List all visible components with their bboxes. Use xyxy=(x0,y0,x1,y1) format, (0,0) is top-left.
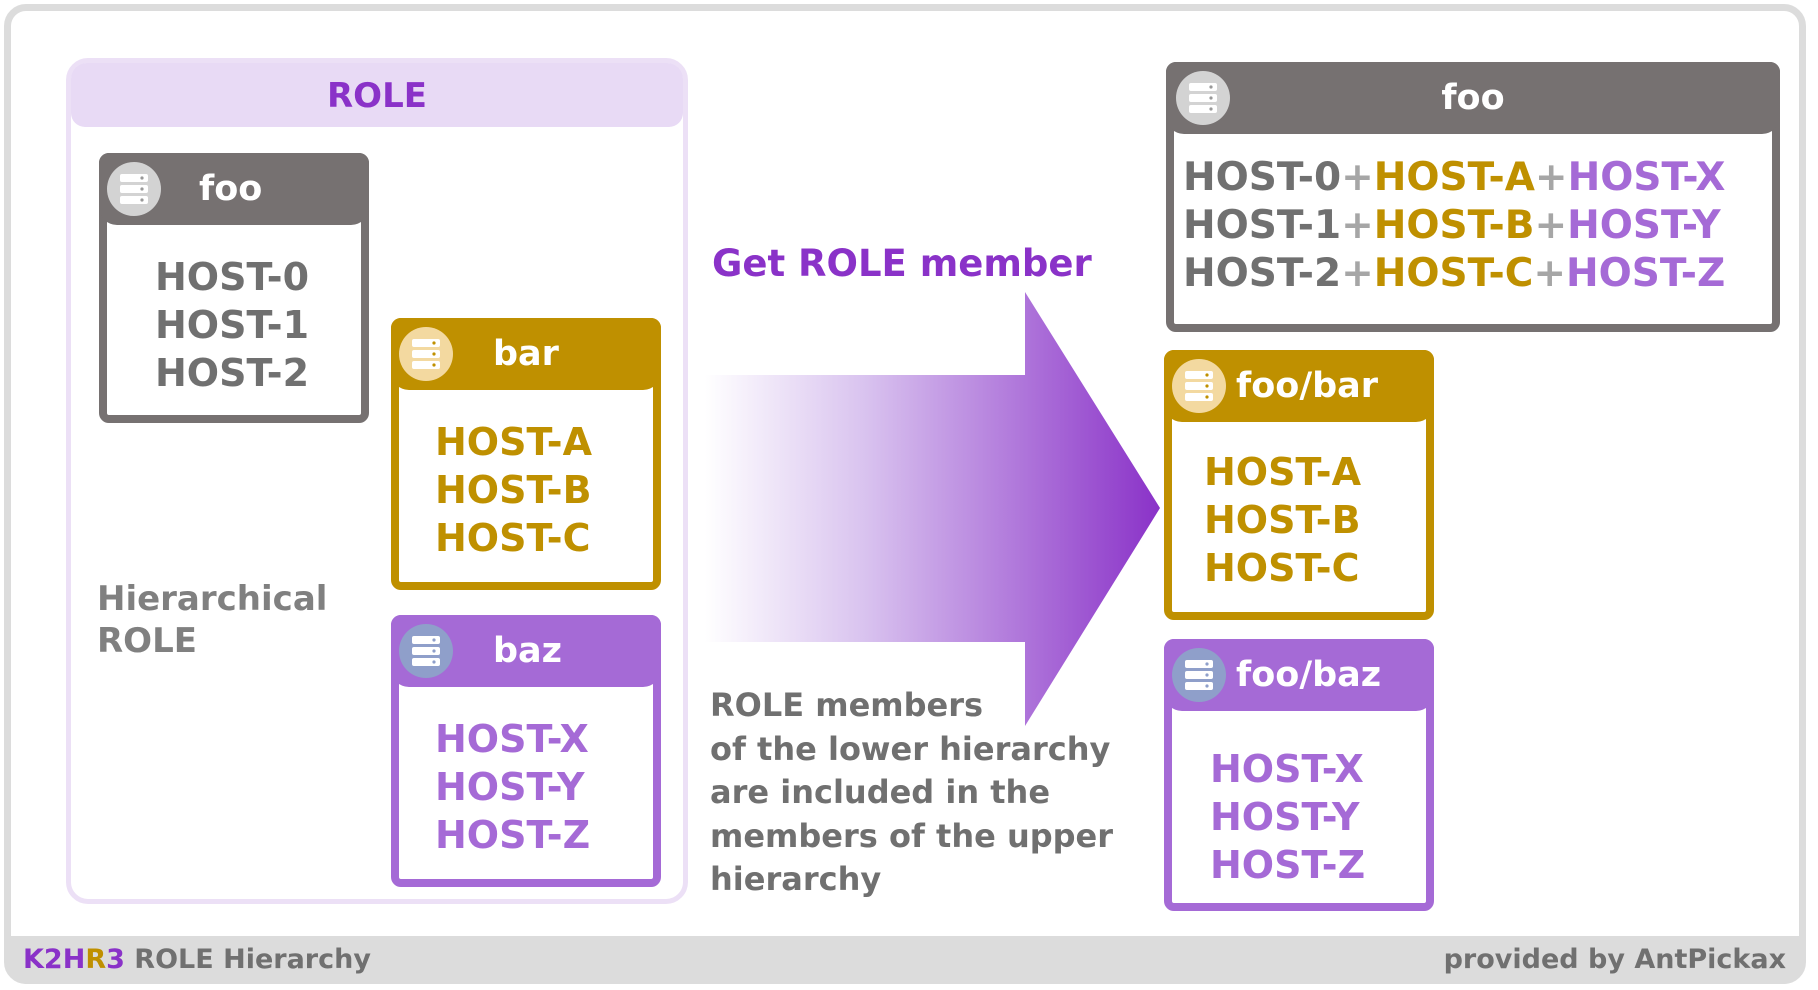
host-item: HOST-X xyxy=(435,717,589,761)
server-stack-icon xyxy=(1172,359,1226,413)
role-name: bar xyxy=(493,334,559,374)
host-item: HOST-Z xyxy=(435,813,591,857)
plus-sign: + xyxy=(1341,203,1374,248)
role-box-header: foo xyxy=(1166,62,1780,134)
description-line: ROLE members xyxy=(710,686,984,724)
host-item: HOST-X xyxy=(1567,155,1726,200)
host-item: HOST-B xyxy=(1373,203,1535,248)
description-text: ROLE members of the lower hierarchy are … xyxy=(710,684,1113,902)
server-stack-icon xyxy=(107,162,161,216)
plus-sign: + xyxy=(1534,155,1568,200)
server-stack-icon xyxy=(1176,71,1230,125)
footer-title: K2HR3 ROLE Hierarchy xyxy=(23,944,371,975)
host-item: HOST-Y xyxy=(435,765,585,809)
brand-k2h: K2H xyxy=(23,944,86,975)
combined-host-row: HOST-0+HOST-A+HOST-X xyxy=(1183,154,1818,202)
role-box-baz[interactable]: baz HOST-X HOST-Y HOST-Z xyxy=(391,615,661,887)
combined-host-list: HOST-0+HOST-A+HOST-X HOST-1+HOST-B+HOST-… xyxy=(1183,154,1818,298)
host-list: HOST-0 HOST-1 HOST-2 xyxy=(155,253,309,397)
brand-3: 3 xyxy=(106,944,125,975)
role-box-foo-bar[interactable]: foo/bar HOST-A HOST-B HOST-C xyxy=(1164,350,1434,620)
description-line: are included in the xyxy=(710,773,1051,811)
host-item: HOST-Y xyxy=(1210,795,1360,839)
server-stack-icon xyxy=(1172,648,1226,702)
plus-sign: + xyxy=(1341,251,1374,296)
role-box-foo-result[interactable]: foo xyxy=(1166,62,1780,332)
host-item: HOST-A xyxy=(1204,450,1361,494)
host-item: HOST-B xyxy=(435,468,592,512)
role-name: foo xyxy=(1441,78,1505,118)
footer-bar: K2HR3 ROLE Hierarchy provided by AntPick… xyxy=(11,936,1800,984)
host-item: HOST-0 xyxy=(1183,155,1342,200)
role-name: baz xyxy=(493,631,563,671)
hierarchical-role-label: Hierarchical ROLE xyxy=(97,578,327,662)
role-box-foo[interactable]: foo HOST-0 HOST-1 HOST-2 xyxy=(99,153,369,423)
host-item: HOST-2 xyxy=(1183,251,1342,296)
get-role-arrow xyxy=(705,292,1160,726)
hierarchical-role-label-line: Hierarchical xyxy=(97,579,328,619)
host-item: HOST-C xyxy=(1204,546,1360,590)
role-box-bar[interactable]: bar HOST-A HOST-B HOST-C xyxy=(391,318,661,590)
role-name: foo xyxy=(199,169,263,209)
role-panel-title: ROLE xyxy=(71,63,683,127)
hierarchical-role-label-line: ROLE xyxy=(97,621,197,661)
plus-sign: + xyxy=(1533,251,1567,296)
description-line: of the lower hierarchy xyxy=(710,729,1111,768)
host-item: HOST-C xyxy=(435,516,591,560)
host-item: HOST-A xyxy=(435,420,592,464)
plus-sign: + xyxy=(1341,155,1374,200)
description-line: members of the upper xyxy=(710,816,1114,855)
footer-credit: provided by AntPickax xyxy=(1443,944,1786,975)
role-name: foo/baz xyxy=(1236,655,1382,695)
host-item: HOST-Z xyxy=(1566,251,1726,296)
footer-title-text: ROLE Hierarchy xyxy=(124,944,371,975)
host-list: HOST-A HOST-B HOST-C xyxy=(1204,448,1361,592)
combined-host-row: HOST-1+HOST-B+HOST-Y xyxy=(1183,202,1818,250)
host-list: HOST-X HOST-Y HOST-Z xyxy=(1210,745,1365,889)
brand-r: R xyxy=(85,944,107,975)
host-item: HOST-Z xyxy=(1210,843,1366,887)
role-box-header: bar xyxy=(391,318,661,390)
host-list: HOST-A HOST-B HOST-C xyxy=(435,418,592,562)
role-box-header: foo xyxy=(99,153,369,225)
host-item: HOST-C xyxy=(1373,251,1534,296)
role-box-header: baz xyxy=(391,615,661,687)
description-line: hierarchy xyxy=(710,860,882,898)
role-box-header: foo/bar xyxy=(1164,350,1434,422)
host-item: HOST-Y xyxy=(1567,203,1721,248)
host-item: HOST-X xyxy=(1210,747,1364,791)
host-item: HOST-1 xyxy=(1183,203,1342,248)
host-item: HOST-1 xyxy=(155,303,310,347)
host-item: HOST-0 xyxy=(155,255,310,299)
host-item: HOST-2 xyxy=(155,351,310,395)
plus-sign: + xyxy=(1534,203,1568,248)
server-stack-icon xyxy=(399,327,453,381)
get-role-member-label: Get ROLE member xyxy=(712,242,1092,285)
role-name: foo/bar xyxy=(1236,366,1379,406)
host-item: HOST-A xyxy=(1373,155,1535,200)
host-list: HOST-X HOST-Y HOST-Z xyxy=(435,715,590,859)
role-box-header: foo/baz xyxy=(1164,639,1434,711)
combined-host-row: HOST-2+HOST-C+HOST-Z xyxy=(1183,250,1818,298)
role-box-foo-baz[interactable]: foo/baz HOST-X HOST-Y HOST-Z xyxy=(1164,639,1434,911)
server-stack-icon xyxy=(399,624,453,678)
host-item: HOST-B xyxy=(1204,498,1361,542)
